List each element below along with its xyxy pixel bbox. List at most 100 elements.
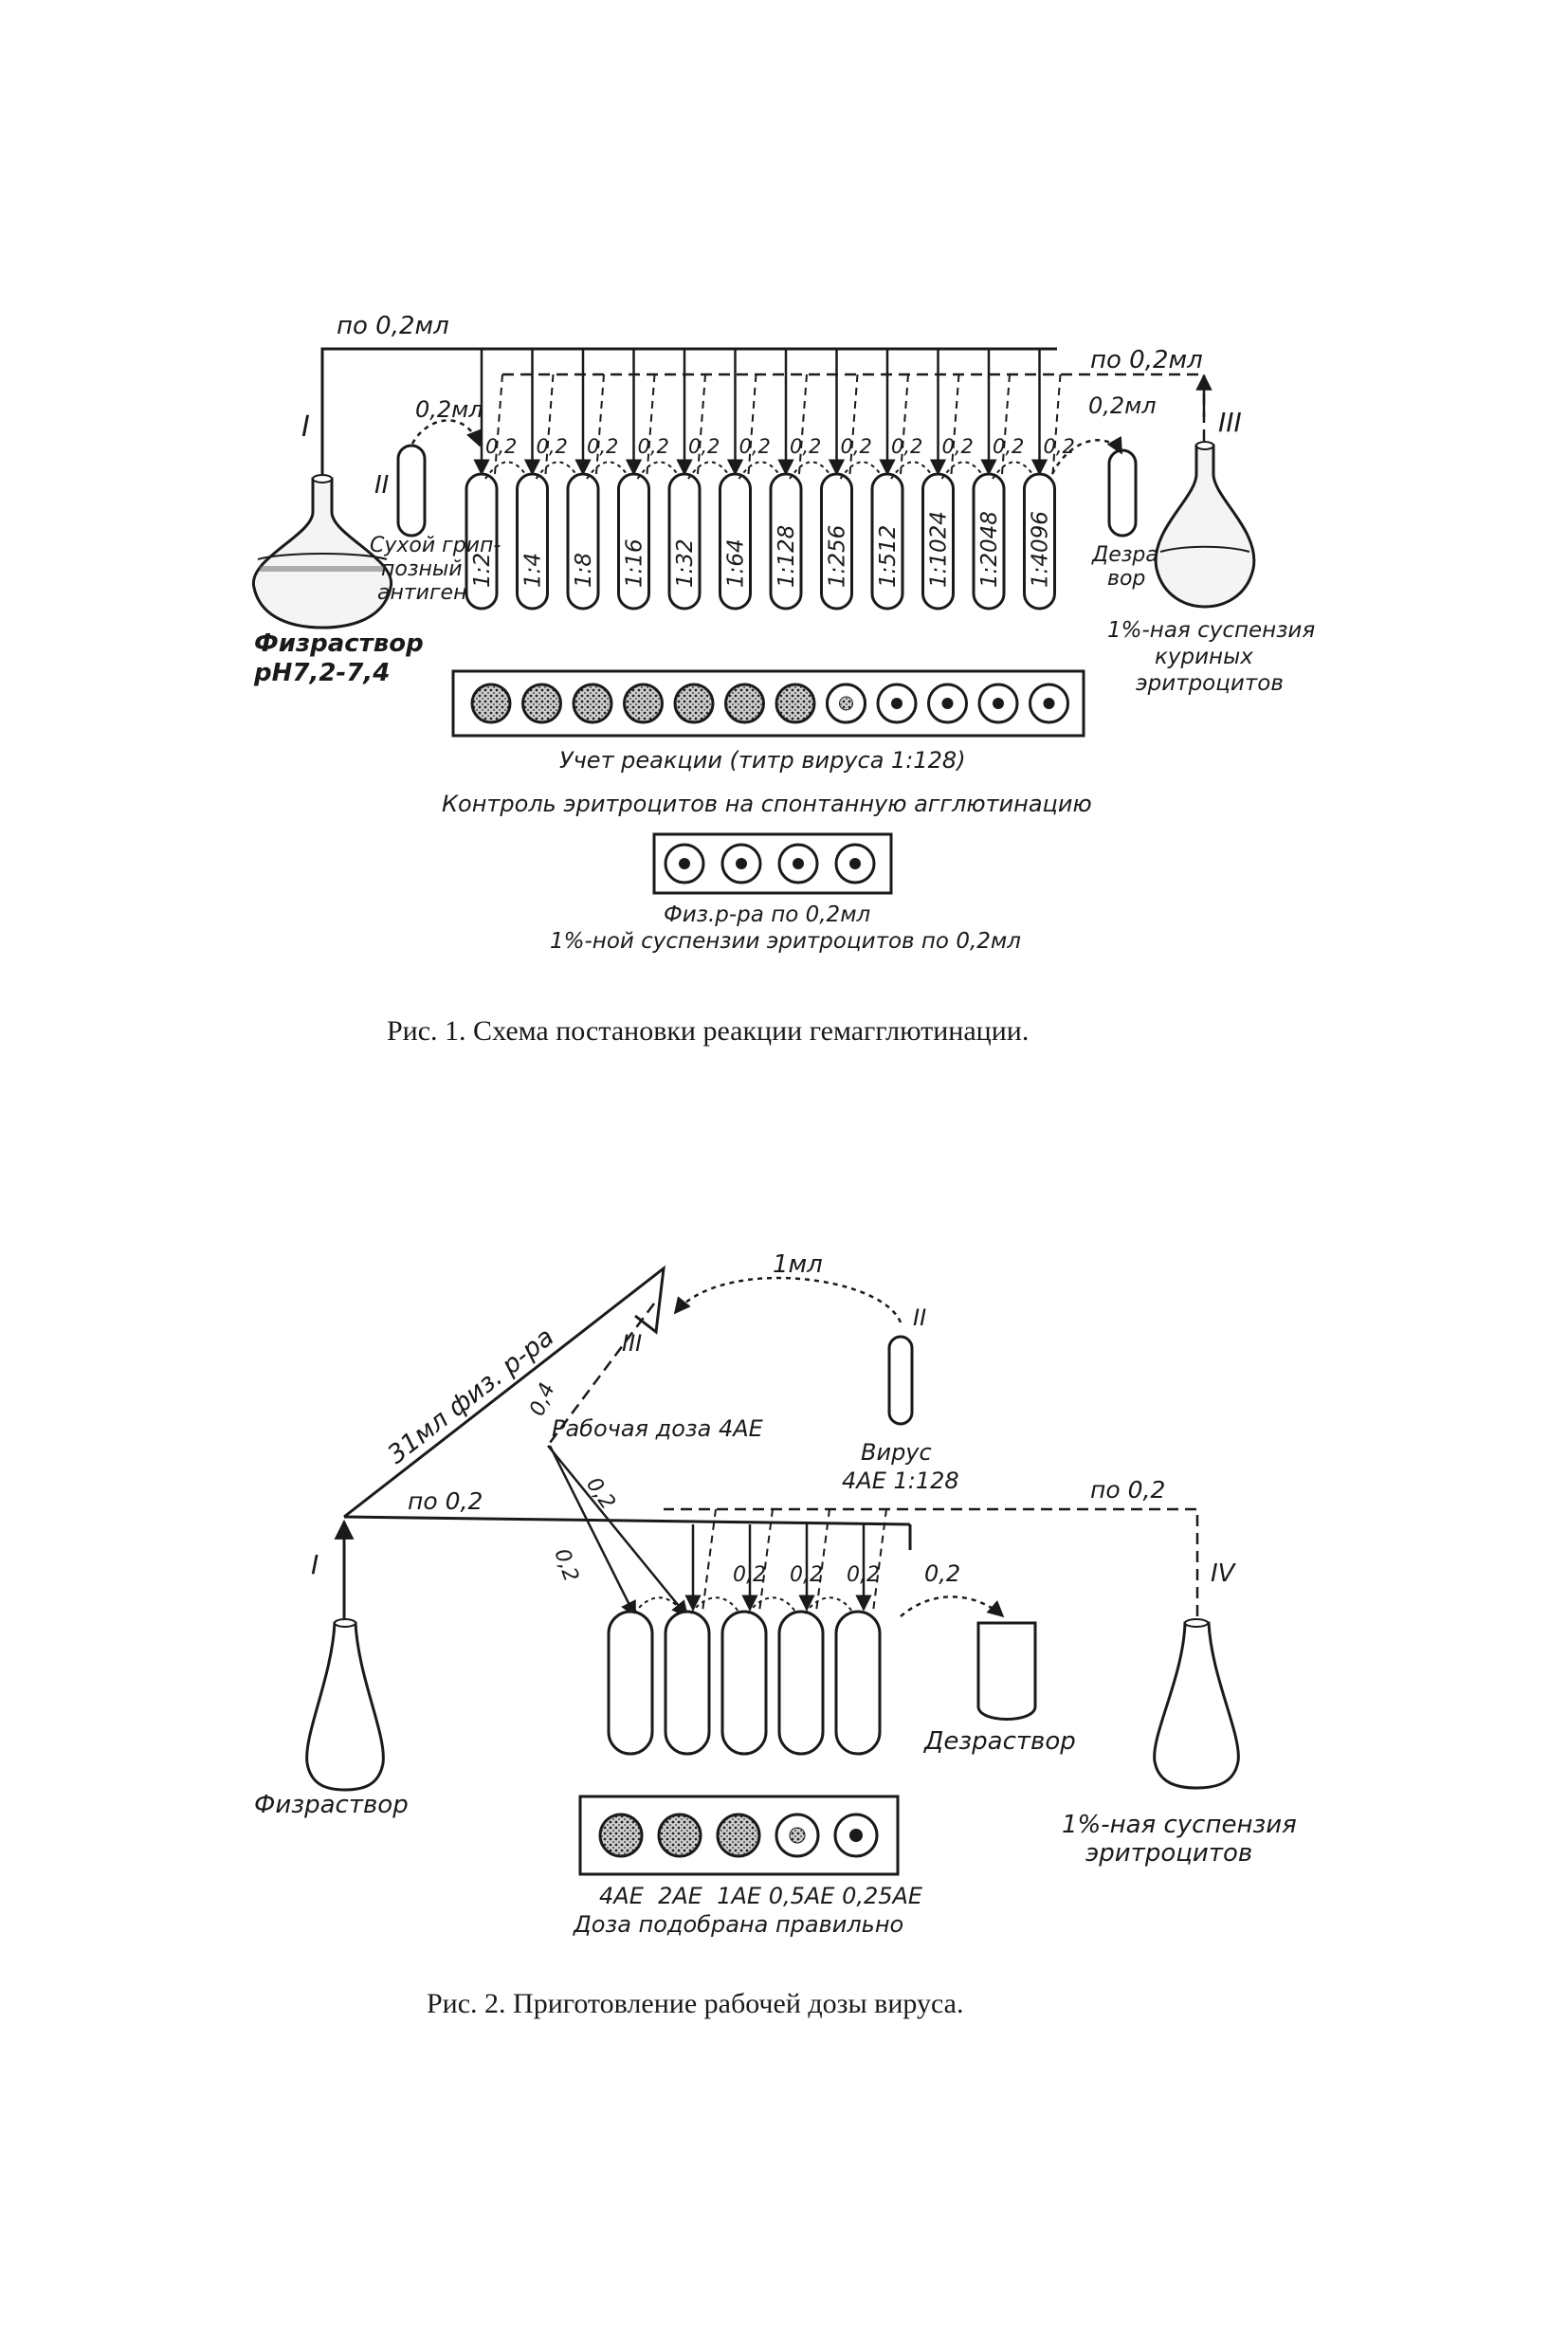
fig2-roman-II: II [913, 1304, 926, 1331]
fig1-well-dot [993, 698, 1004, 709]
fig1-well-dot [839, 696, 853, 711]
fig1-suspension-label-3: эритроцитов [1136, 671, 1284, 696]
fig1-suspension-feeder [544, 374, 555, 475]
fig1-control-caption-2: 1%-ной суспензии эритроцитов по 0,2мл [550, 929, 1021, 954]
fig1-control-dot [736, 858, 747, 869]
fig2-roman-I: I [311, 1549, 319, 1580]
fig1-transfer-arc [738, 461, 781, 480]
fig2-suspension-feeder [815, 1508, 830, 1613]
fig1-control-dot [849, 858, 861, 869]
fig1-transfer-arc [890, 461, 934, 480]
fig1-tube [921, 472, 955, 611]
fig2-vol-02b: 0,2 [549, 1546, 582, 1585]
fig1-tube [667, 472, 702, 611]
fig1-control-title: Контроль эритроцитов на спонтанную агглю… [442, 791, 1092, 817]
fig1-suspension-label-2: куриных [1155, 645, 1253, 669]
fig1-volume-label: 0,2 [587, 435, 618, 458]
fig2-virus-label-2: 4АЕ 1:128 [842, 1468, 959, 1494]
fig1-well-agglutinated [673, 683, 715, 724]
fig1-result-wells [470, 683, 1069, 724]
fig2-suspension-label-1: 1%-ная суспензия [1062, 1811, 1297, 1839]
fig1-dezrastvor-tube [1107, 448, 1138, 538]
fig1-result-caption: Учет реакции (титр вируса 1:128) [559, 747, 966, 774]
fig1-well-dot [1043, 698, 1055, 709]
figure-2: 31мл физ. р-ра 0,4 III 1мл II Вирус 4АЕ … [254, 1250, 1297, 2019]
fig1-tube [1023, 472, 1056, 611]
fig1-volume-label: 0,2 [638, 435, 669, 458]
fig2-tube [834, 1610, 882, 1756]
fig1-volume-label: 0,2 [841, 435, 872, 458]
fig1-well-dot [941, 698, 954, 709]
fig1-dilution-label: 1:4 [521, 553, 546, 588]
fig2-doses: 4АЕ 2АЕ 1АЕ 0,5АЕ 0,25АЕ [599, 1883, 923, 1909]
fig1-suspension-feeder [1051, 374, 1062, 475]
fig2-dez-arrow-path [900, 1595, 1005, 1618]
fig1-dezrastvor-label-2: вор [1107, 567, 1145, 591]
fig1-dilution-label: 1:128 [775, 525, 799, 588]
fig1-suspension-feeder [697, 374, 706, 475]
fig1-suspension-feeder [950, 374, 960, 475]
fig2-po02-right: по 0,2 [1090, 1476, 1165, 1504]
fig2-suspension-feeder [758, 1508, 774, 1613]
fig1-dilution-label: 1:256 [826, 525, 850, 588]
fig2-vol-02a: 0,2 [581, 1473, 620, 1514]
fig1-tube-row: 1:20,21:40,21:80,21:160,21:320,21:640,21… [465, 349, 1075, 611]
fig1-well-agglutinated [521, 683, 562, 724]
fig1-suspension-feeder [848, 374, 859, 475]
fig1-volume-label: 0,2 [688, 435, 720, 458]
fig1-caption: Рис. 1. Схема постановки реакции гемаггл… [387, 1015, 1029, 1047]
fig2-tube [720, 1610, 768, 1756]
fig1-antigen-label-2: позный [381, 557, 463, 581]
fig2-volume-label: 0,2 [733, 1563, 766, 1587]
fig1-tube [516, 472, 549, 611]
fig1-tube [870, 472, 904, 611]
fig2-po02-line [343, 1515, 911, 1526]
fig1-transfer-arc [789, 461, 832, 480]
fig2-roman-III: III [622, 1330, 642, 1357]
fig2-vol-04: 0,4 [525, 1379, 559, 1419]
fig1-dilution-label: 1:8 [572, 553, 596, 588]
fig1-volume-label: 0,2 [485, 435, 517, 458]
fig1-antigen-tube [396, 444, 427, 538]
fig2-tube [777, 1610, 825, 1756]
fig1-fizrastvor-label: Физраствор [254, 629, 424, 658]
fig1-transfer-arc [586, 461, 629, 480]
fig1-roman-I: I [301, 410, 310, 444]
fig2-suspension-label-2: эритроцитов [1085, 1839, 1252, 1868]
fig2-virus-tube [887, 1335, 914, 1426]
fig1-dilution-label: 1:16 [623, 538, 647, 588]
fig2-well-dot [849, 1829, 863, 1842]
fig2-flask-suspension [1153, 1618, 1240, 1790]
fig1-dilution-label: 1:64 [724, 538, 749, 588]
fig1-control-dot [679, 858, 690, 869]
fig1-well-agglutinated [775, 683, 816, 724]
fig1-transfer-arc [535, 461, 578, 480]
fig1-volume-label: 0,2 [993, 435, 1024, 458]
fig2-dezrastvor-tube [976, 1621, 1037, 1721]
fig1-dezrastvor-arrow-label: 0,2мл [1088, 392, 1157, 419]
fig1-antigen-arrow-label: 0,2мл [415, 396, 483, 423]
figure-1: по 0,2мл по 0,2мл 1:20,21:40,21:80,21:16… [252, 312, 1315, 1047]
fig1-transfer-arc [940, 461, 984, 480]
fig1-dilution-label: 1:512 [876, 525, 901, 588]
fig1-suspension-feeder [494, 374, 503, 475]
fig1-antigen-arrow [410, 419, 483, 447]
fig1-fizrastvor-ph: pH7,2-7,4 [253, 659, 390, 687]
fig1-suspension-feeder [798, 374, 808, 475]
fig1-transfer-arc [839, 461, 883, 480]
fig1-dilution-label: 1:4096 [1029, 511, 1053, 588]
fig2-po02-left: по 0,2 [408, 1487, 483, 1515]
fig1-volume-label: 0,2 [942, 435, 974, 458]
fig1-well-agglutinated [623, 683, 664, 724]
fig1-well-dot [891, 698, 903, 709]
fig2-transfer-arc [747, 1596, 796, 1614]
fig2-caption: Рис. 2. Приготовление рабочей дозы вирус… [427, 1988, 963, 2019]
fig1-suspension-feeder [595, 374, 605, 475]
fig2-dose-caption: Доза подобрана правильно [573, 1911, 903, 1938]
fig2-volume-label: 0,2 [790, 1563, 823, 1587]
fig1-suspension-feeder [646, 374, 656, 475]
fig1-roman-II: II [374, 471, 389, 500]
fig1-transfer-arc [484, 461, 528, 480]
fig2-suspension-feeder [872, 1508, 887, 1613]
